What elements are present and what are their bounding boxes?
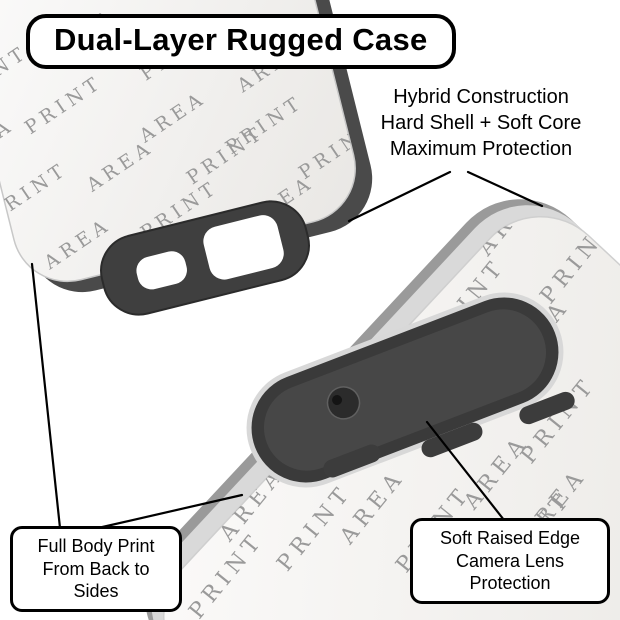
camera-lens-glint <box>332 395 343 406</box>
camera-bar-inner <box>263 309 547 471</box>
callout-hybrid-line1: Hybrid Construction <box>393 86 569 108</box>
camera-bar <box>246 292 564 488</box>
camera-cutout <box>100 200 310 316</box>
callout-fullbody-line2: From Back to <box>42 558 150 579</box>
side-button-shape <box>421 422 483 458</box>
side-button-shape <box>323 444 381 478</box>
side-button <box>323 444 381 478</box>
callout-hybrid-line3: Maximum Protection <box>389 138 573 160</box>
callout-line-hybrid-right <box>466 170 544 208</box>
camera-lens <box>326 386 361 420</box>
side-button <box>421 422 483 458</box>
camera-hole-small <box>136 251 187 290</box>
callout-camera-line2: Camera Lens <box>455 550 565 571</box>
callout-camera-line1: Soft Raised Edge <box>439 528 581 548</box>
callout-line-fullbody-right <box>96 493 244 530</box>
callout-hybrid-line2: Hard Shell + Soft Core <box>380 112 582 134</box>
side-button-shape <box>519 391 575 425</box>
side-button <box>519 391 575 425</box>
callout-camera-line3: Protection <box>469 573 551 593</box>
callout-line-fullbody-left <box>30 262 62 530</box>
callout-camera-protection: Soft Raised Edge Camera Lens Protection <box>410 518 610 604</box>
callout-line-camera <box>425 420 506 522</box>
callout-full-body-print: Full Body Print From Back to Sides <box>10 526 182 612</box>
callout-fullbody-line3: Sides <box>73 581 119 601</box>
callout-fullbody-line1: Full Body Print <box>37 536 155 556</box>
callout-hybrid-construction: Hybrid Construction Hard Shell + Soft Co… <box>352 84 610 162</box>
camera-hole-large <box>203 215 284 280</box>
page-title: Dual-Layer Rugged Case <box>26 14 456 69</box>
callout-line-hybrid-left <box>347 170 452 223</box>
